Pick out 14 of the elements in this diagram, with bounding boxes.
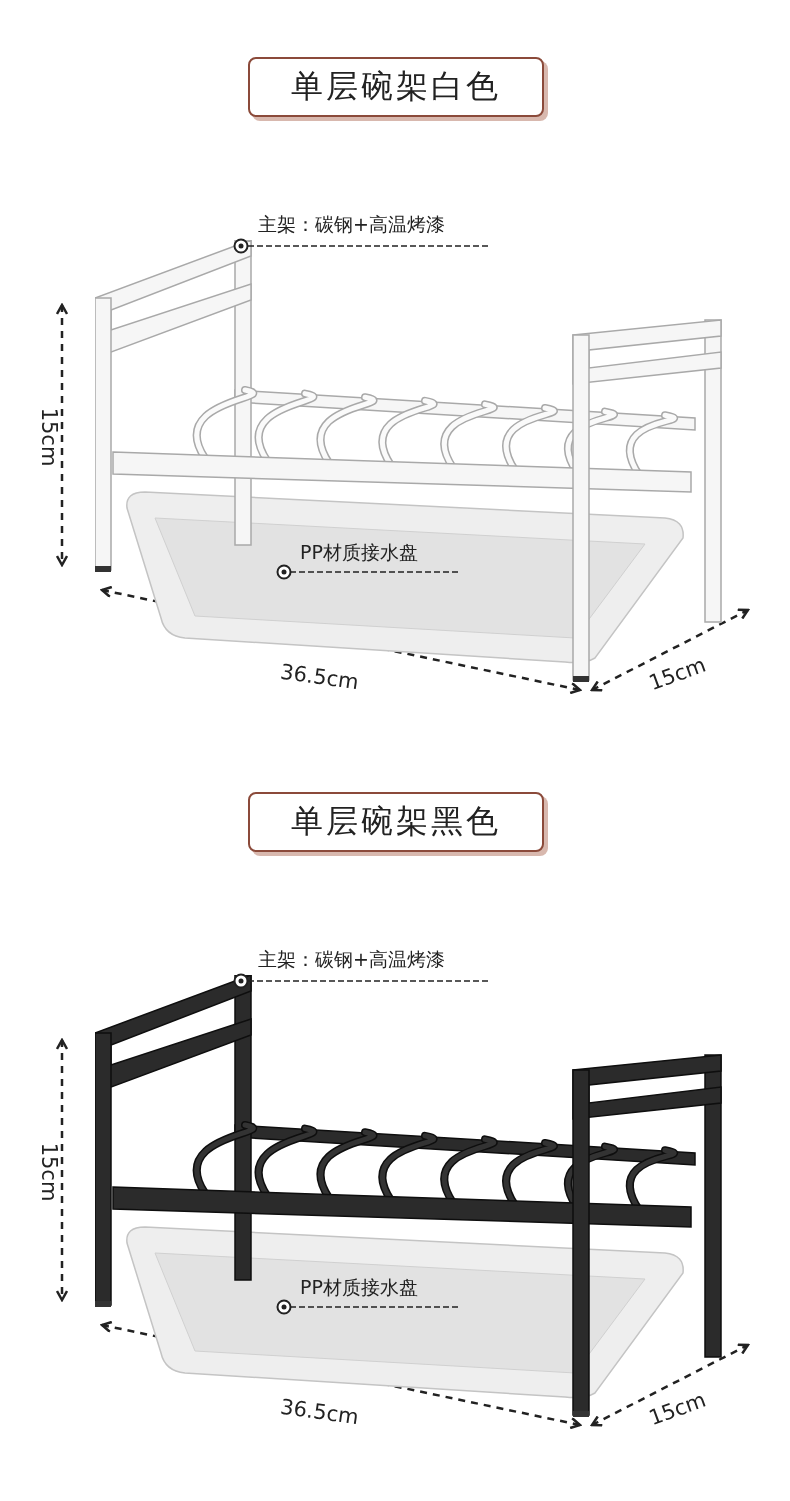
dimension-label: 36.5cm	[278, 659, 361, 695]
dimension-label: 15cm	[645, 652, 710, 696]
callout-text: 主架：碳钢+高温烤漆	[258, 947, 492, 981]
callout-text: 主架：碳钢+高温烤漆	[258, 212, 492, 246]
dimension-label: 15cm	[37, 1142, 62, 1202]
leader-line	[233, 238, 489, 254]
callout-text: PP材质接水盘	[300, 540, 462, 572]
leader-line	[233, 973, 489, 989]
callout-text: PP材质接水盘	[300, 1275, 462, 1307]
dimension-label: 15cm	[645, 1387, 710, 1431]
dimension-label: 15cm	[37, 407, 62, 467]
leader-line	[276, 1299, 459, 1315]
leader-line	[276, 564, 459, 580]
dimension-label: 36.5cm	[278, 1394, 361, 1430]
